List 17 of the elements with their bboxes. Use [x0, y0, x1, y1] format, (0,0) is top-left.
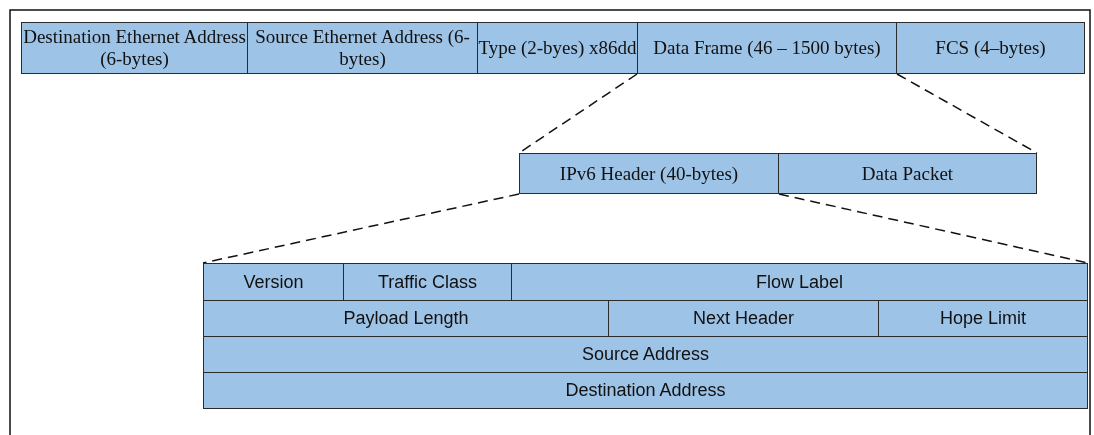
frame-field: Destination Ethernet Address (6-bytes) — [21, 22, 248, 74]
header-field: Payload Length — [203, 300, 609, 337]
frame-field: Data Packet — [778, 153, 1037, 194]
header-field: Source Address — [203, 336, 1088, 373]
expansion-line — [202, 193, 520, 264]
frame-field: Source Ethernet Address (6-bytes) — [247, 22, 478, 74]
frame-field: Type (2-byes) x86dd — [477, 22, 638, 74]
header-field: Destination Address — [203, 372, 1088, 409]
frame-field: Data Frame (46 – 1500 bytes) — [637, 22, 897, 74]
header-field: Version — [203, 263, 344, 301]
expansion-line — [896, 73, 1038, 154]
header-field: Flow Label — [511, 263, 1088, 301]
header-field: Traffic Class — [343, 263, 512, 301]
header-field: Next Header — [608, 300, 879, 337]
frame-field: FCS (4–bytes) — [896, 22, 1085, 74]
frame-field: IPv6 Header (40-bytes) — [519, 153, 779, 194]
header-field: Hope Limit — [878, 300, 1088, 337]
